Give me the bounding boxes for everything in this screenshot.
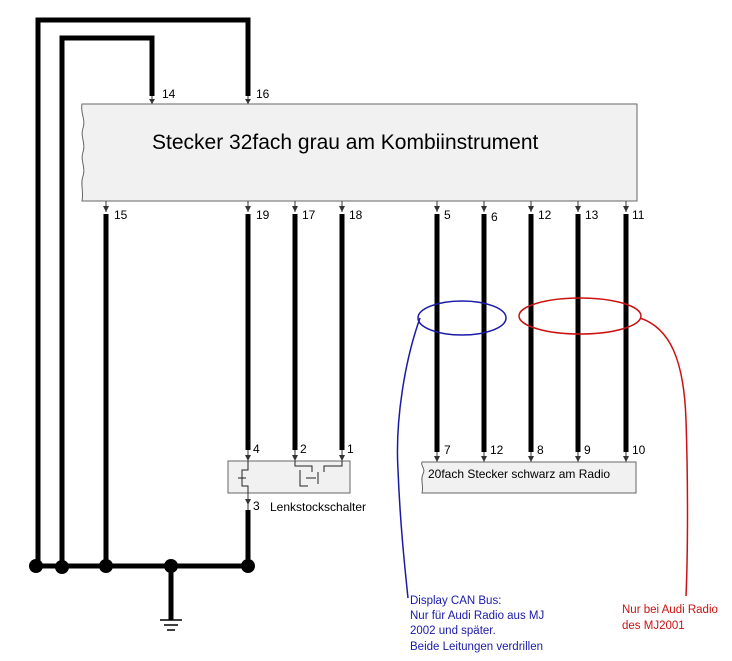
can-bus-note-line-3: 2002 und später. — [410, 625, 496, 637]
radio-pin-label-8: 8 — [537, 443, 544, 457]
pin-label-5: 5 — [444, 208, 451, 222]
mj2001-note-line-1: Nur bei Audi Radio — [622, 604, 718, 616]
junction-dot — [55, 560, 69, 574]
mj2001-annotation: Nur bei Audi Radio des MJ2001 — [518, 297, 718, 632]
pin-label-6: 6 — [491, 210, 498, 224]
ground-symbol-icon — [160, 619, 182, 631]
pin-label-16: 16 — [256, 87, 270, 101]
switch-pin-label-3: 3 — [253, 499, 260, 513]
mj2001-leader-line — [639, 317, 689, 597]
switch-component: 4 2 1 3 Lenkstockschalter — [227, 442, 366, 514]
switch-label: Lenkstockschalter — [270, 500, 366, 514]
switch-pin-label-2: 2 — [300, 442, 307, 456]
junction-dot — [241, 559, 255, 573]
switch-contacts-icon — [238, 461, 343, 493]
can-bus-note-line-1: Display CAN Bus: — [410, 595, 501, 607]
radio-pin-label-9: 9 — [584, 443, 591, 457]
pin-label-17: 17 — [302, 208, 316, 222]
pin-label-15: 15 — [114, 208, 128, 222]
can-bus-leader-line — [396, 317, 421, 599]
junction-dot — [164, 559, 178, 573]
can-bus-note-line-4: Beide Leitungen verdrillen — [410, 641, 543, 653]
can-bus-note-line-2: Nur für Audi Radio aus MJ — [410, 610, 544, 622]
main-connector: Stecker 32fach grau am Kombiinstrument 1… — [81, 87, 645, 224]
radio-pin-label-10: 10 — [632, 443, 646, 457]
radio-connector-box — [421, 461, 637, 494]
can-bus-ellipse — [417, 300, 507, 336]
radio-connector: 7 12 8 9 10 20fach Stecker schwarz am Ra… — [421, 443, 646, 494]
junction-dot — [99, 559, 113, 573]
pin-label-12: 12 — [538, 208, 552, 222]
radio-pin-label-12: 12 — [490, 443, 504, 457]
pin-label-19: 19 — [256, 208, 270, 222]
junction-dots — [29, 559, 255, 574]
main-connector-title: Stecker 32fach grau am Kombiinstrument — [152, 131, 539, 154]
junction-dot — [29, 559, 43, 573]
radio-pin-label-7: 7 — [444, 443, 451, 457]
pin-label-13: 13 — [585, 208, 599, 222]
switch-pin-label-4: 4 — [253, 442, 260, 456]
radio-connector-title: 20fach Stecker schwarz am Radio — [428, 467, 610, 481]
mj2001-ellipse — [518, 297, 642, 335]
pin-label-11: 11 — [632, 208, 645, 222]
wire-pin16-loop — [35, 17, 251, 566]
pin-label-18: 18 — [349, 208, 363, 222]
switch-pin-label-1: 1 — [347, 442, 354, 456]
mj2001-note-line-2: des MJ2001 — [622, 620, 685, 632]
wire-pin14-loop — [59, 35, 155, 566]
main-connector-box — [81, 103, 638, 202]
ground-wiring — [35, 17, 252, 620]
pin-label-14: 14 — [162, 87, 176, 101]
can-bus-annotation: Display CAN Bus: Nur für Audi Radio aus … — [396, 300, 544, 653]
